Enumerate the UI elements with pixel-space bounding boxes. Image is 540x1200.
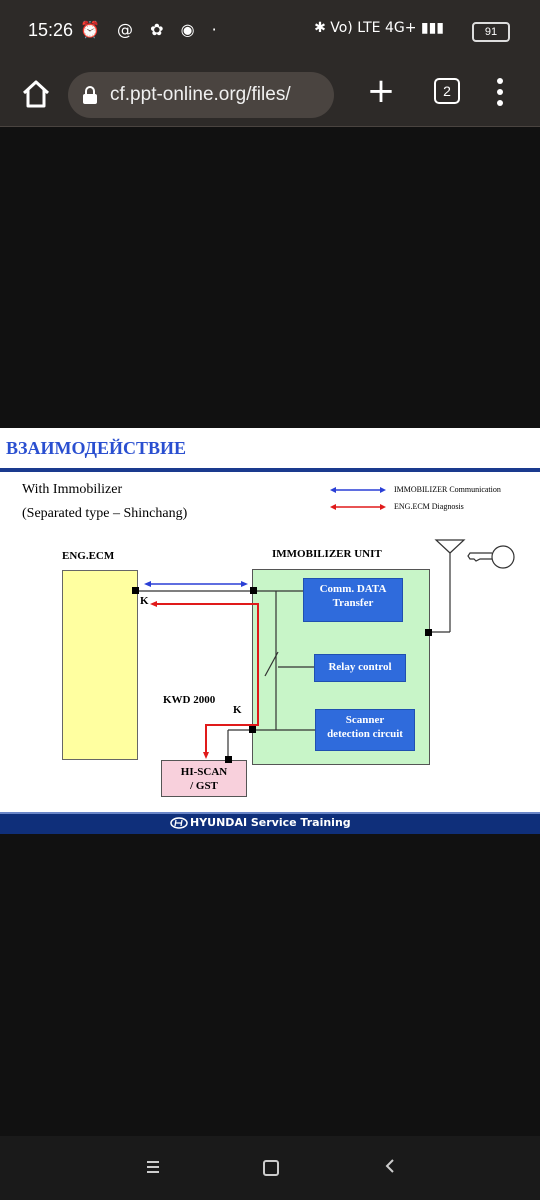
ecm-diagnosis-path — [150, 601, 259, 759]
scanner-line1: Scanner — [345, 714, 385, 726]
battery-icon: 91 — [472, 22, 510, 42]
kwd-label: KWD 2000 — [163, 694, 216, 706]
hiscan-box: HI-SCAN / GST — [161, 760, 247, 797]
back-icon[interactable] — [384, 1158, 396, 1174]
presentation-slide: ВЗАИМОДЕЙСТВИЕ With Immobilizer (Separat… — [0, 428, 540, 834]
wiring-diagram — [132, 487, 515, 763]
network-label: Vo) LTE 4G+ — [330, 20, 417, 36]
hiscan-line1: HI-SCAN — [180, 766, 228, 778]
k-label-top: K — [140, 595, 149, 607]
status-time: 15:26 — [28, 20, 74, 40]
immobilizer-comm-arrow — [144, 581, 248, 587]
slide-subtitle-1: With Immobilizer — [22, 482, 123, 497]
hiscan-line2: / GST — [190, 780, 218, 792]
browser-toolbar: cf.ppt-online.org/files/ + 2 — [0, 64, 540, 127]
hyundai-logo-icon — [170, 817, 188, 829]
immo-k-terminal — [250, 587, 257, 594]
legend-ecm: ENG.ECM Diagnosis — [394, 502, 464, 511]
title-rule — [0, 468, 540, 472]
ecm-k-terminal — [132, 587, 139, 594]
signal-icons: ✱ Vo) LTE 4G+ ▮▮▮ — [314, 20, 444, 36]
status-bar: 15:26 ⏰ @ ✿ ◉ · ✱ Vo) LTE 4G+ ▮▮▮ 91 — [0, 0, 540, 64]
comm-data-box: Comm. DATA Transfer — [303, 578, 403, 622]
comm-data-line2: Transfer — [332, 597, 374, 609]
antenna-terminal — [425, 629, 432, 636]
recent-apps-icon[interactable] — [146, 1161, 160, 1173]
scanner-line2: detection circuit — [327, 728, 403, 740]
slide-title: ВЗАИМОДЕЙСТВИЕ — [6, 438, 187, 458]
legend-red-arrow — [330, 504, 386, 510]
relay-control-label: Relay control — [328, 661, 392, 673]
slide-footer: HYUNDAI Service Training — [0, 812, 540, 834]
immobilizer-label: IMMOBILIZER UNIT — [272, 548, 382, 560]
home-icon[interactable] — [18, 76, 54, 112]
legend-blue-arrow — [330, 487, 386, 493]
hiscan-terminal — [225, 756, 232, 763]
lock-icon — [83, 86, 97, 104]
immo-scan-terminal — [249, 726, 256, 733]
home-icon[interactable] — [263, 1160, 279, 1176]
system-nav-bar — [0, 1136, 540, 1200]
url-text: cf.ppt-online.org/files/ — [110, 84, 291, 105]
new-tab-icon[interactable]: + — [366, 71, 396, 111]
scanner-box: Scanner detection circuit — [315, 709, 415, 751]
key-icon — [467, 545, 515, 569]
tab-switcher-button[interactable]: 2 — [434, 78, 460, 104]
relay-control-box: Relay control — [314, 654, 406, 682]
notification-icons: ⏰ @ ✿ ◉ · — [80, 20, 223, 39]
legend-immobilizer: IMMOBILIZER Communication — [394, 485, 501, 494]
url-bar[interactable]: cf.ppt-online.org/files/ — [68, 72, 334, 118]
more-menu-icon[interactable] — [494, 76, 506, 110]
antenna-icon — [434, 539, 466, 554]
black-wires — [137, 553, 451, 760]
ecm-box — [62, 570, 138, 760]
k-label-bottom: K — [233, 704, 242, 716]
ecm-label: ENG.ECM — [62, 550, 115, 562]
comm-data-line1: Comm. DATA — [319, 583, 387, 595]
slide-subtitle-2: (Separated type – Shinchang) — [22, 506, 188, 521]
footer-text: HYUNDAI Service Training — [190, 816, 351, 829]
